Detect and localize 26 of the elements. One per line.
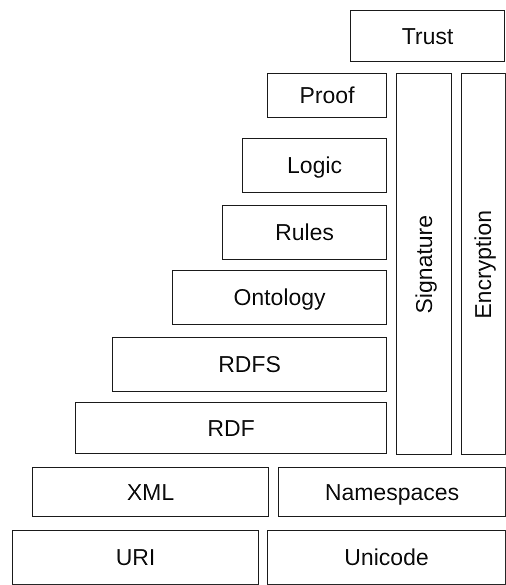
layer-label: Ontology bbox=[233, 284, 326, 311]
layer-box bbox=[222, 205, 387, 260]
layer-box bbox=[112, 337, 387, 392]
layer-label: Signature bbox=[410, 214, 438, 314]
layer-label: Namespaces bbox=[324, 478, 460, 506]
layer-label: Encryption bbox=[470, 210, 497, 318]
layer-label: Trust bbox=[402, 22, 454, 50]
layer-box bbox=[12, 530, 259, 585]
layer-label: RDFS bbox=[218, 351, 281, 378]
layer-box bbox=[172, 270, 387, 325]
layer-label: XML bbox=[126, 478, 174, 506]
layer-box bbox=[350, 10, 505, 62]
layer-box bbox=[32, 467, 269, 517]
layer-label: URI bbox=[116, 544, 156, 571]
layer-label: Rules bbox=[275, 219, 334, 246]
layer-box bbox=[396, 73, 452, 455]
layer-box bbox=[267, 530, 506, 585]
layer-box bbox=[75, 402, 387, 454]
layer-label: Logic bbox=[287, 152, 342, 179]
layer-label: Unicode bbox=[344, 544, 429, 571]
layer-label: Proof bbox=[300, 82, 354, 109]
layer-box bbox=[267, 73, 387, 118]
layer-label: RDF bbox=[207, 414, 255, 442]
layer-box bbox=[278, 467, 506, 517]
layer-box bbox=[242, 138, 387, 193]
layer-box bbox=[461, 73, 506, 455]
